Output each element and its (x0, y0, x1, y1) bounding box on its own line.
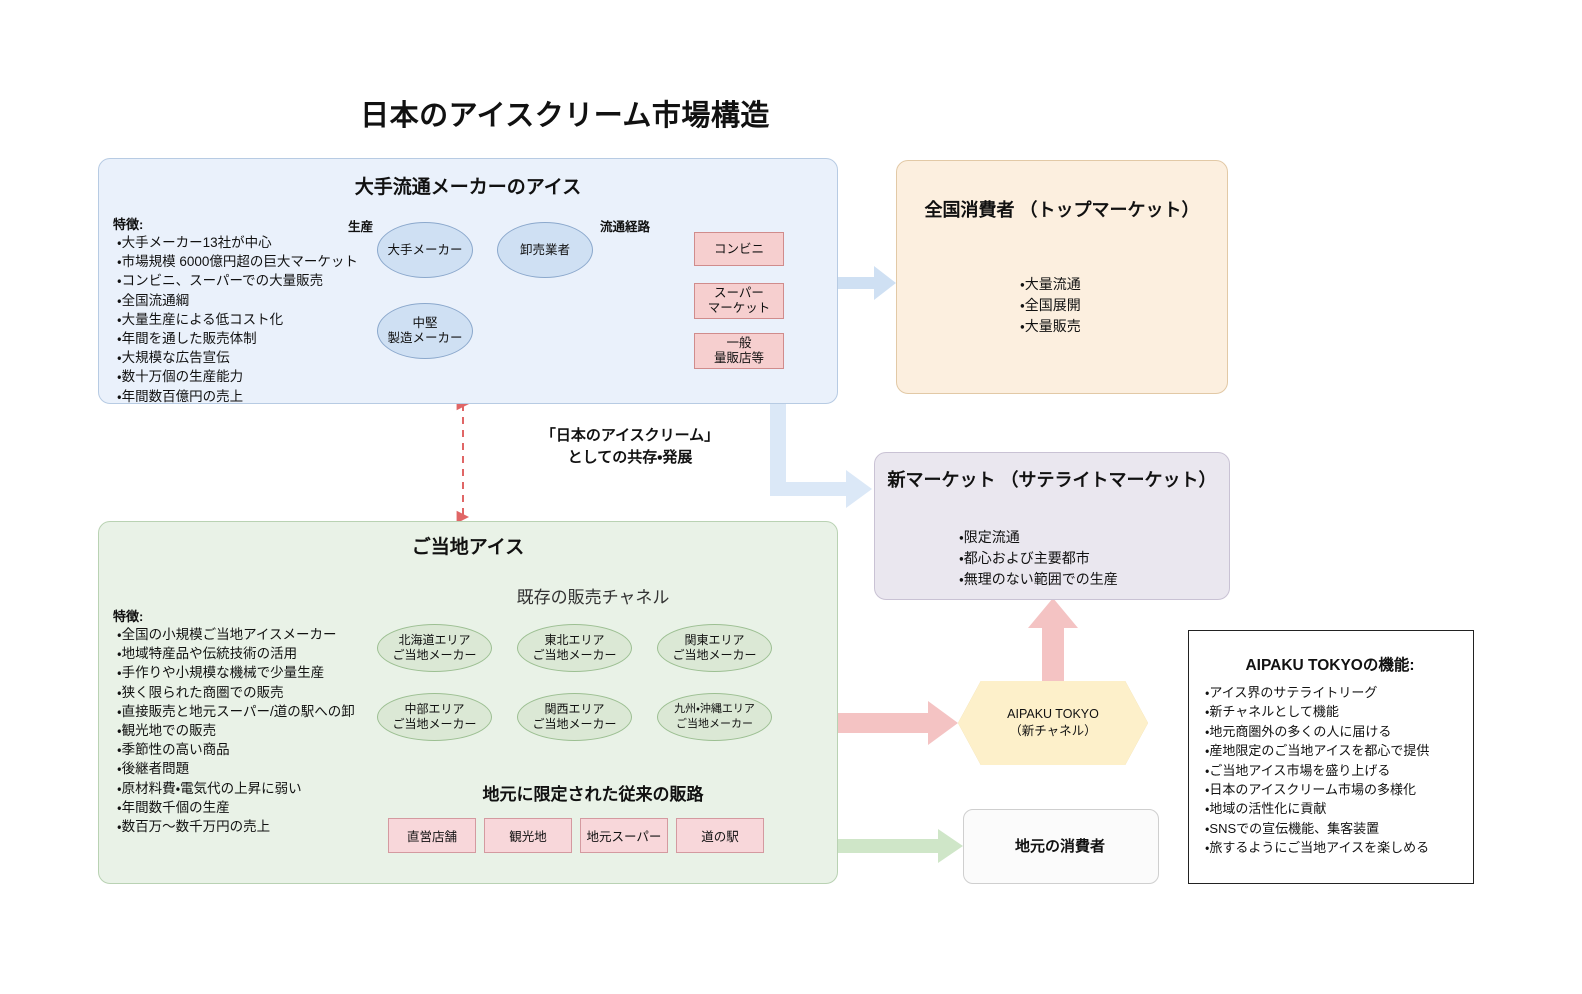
top-market-bullets: ・大量流通 ・全国展開 ・大量販売 (1020, 276, 1081, 334)
local-features-list: ・全国の小規模ご当地アイスメーカー ・地域特産品や伝統技術の活用 ・手作りや小規… (117, 627, 355, 835)
local-consumer-label: 地元の消費者 (1014, 838, 1105, 855)
area-maker-label: 九州・沖縄エリア ご当地メーカー (674, 703, 755, 730)
local-route-heading: 地元に限定された従来の販路 (482, 785, 704, 804)
arrow-major-to-newmarket (770, 404, 872, 508)
arrow-major-to-topmarket (838, 266, 896, 300)
arrow-local-to-localconsumer (838, 829, 963, 863)
area-maker-label: 北海道エリア ご当地メーカー (392, 633, 477, 662)
route-box-roadside-station[interactable]: 道の駅 (676, 818, 764, 853)
label-distribution-route: 流通経路 (600, 220, 651, 234)
area-maker-label: 関西エリア ご当地メーカー (532, 702, 617, 731)
area-maker-kansai[interactable]: 関西エリア ご当地メーカー (517, 693, 632, 741)
local-consumer-box (963, 809, 1159, 884)
local-features-heading: 特徴: (113, 609, 144, 624)
channel-box-supermarket[interactable]: スーパー マーケット (694, 283, 784, 319)
aipaku-features-panel (1188, 630, 1474, 884)
top-market-title: 全国消費者 （トップマーケット） (924, 200, 1200, 220)
new-market-box (874, 452, 1230, 600)
top-market-box (896, 160, 1228, 394)
new-market-bullets: ・限定流通 ・都心および主要都市 ・無理のない範囲での生産 (959, 529, 1118, 587)
area-maker-tohoku[interactable]: 東北エリア ご当地メーカー (517, 624, 632, 672)
route-box-tourist-spot[interactable]: 観光地 (484, 818, 572, 853)
major-panel-title: 大手流通メーカーのアイス (354, 177, 582, 198)
node-wholesaler[interactable]: 卸売業者 (497, 222, 593, 278)
major-features-list: ・大手メーカー13社が中心 ・市場規模 6000億円超の巨大マーケット ・コンビ… (117, 235, 358, 404)
aipaku-hexagon[interactable] (958, 681, 1148, 765)
label-production: 生産 (348, 220, 374, 234)
route-box-local-supermarket[interactable]: 地元スーパー (580, 818, 668, 853)
local-panel-title: ご当地アイス (411, 537, 525, 558)
node-mid-maker[interactable]: 中堅 製造メーカー (377, 303, 473, 359)
aipaku-features-title: AIPAKU TOKYOの機能: (1245, 657, 1415, 674)
existing-channel-heading: 既存の販売チャネル (516, 588, 670, 607)
area-maker-kyushu-okinawa[interactable]: 九州・沖縄エリア ご当地メーカー (657, 693, 772, 741)
major-features-heading: 特徴: (113, 217, 144, 232)
new-market-title: 新マーケット （サテライトマーケット） (887, 470, 1217, 490)
page-title: 日本のアイスクリーム市場構造 (360, 100, 770, 132)
area-maker-label: 中部エリア ご当地メーカー (392, 702, 477, 731)
area-maker-chubu[interactable]: 中部エリア ご当地メーカー (377, 693, 492, 741)
arrow-aipaku-to-newmarket (1028, 598, 1078, 681)
route-box-direct-store[interactable]: 直営店舗 (388, 818, 476, 853)
aipaku-hexagon-label: AIPAKU TOKYO （新チャネル） (1007, 707, 1099, 738)
area-maker-label: 東北エリア ご当地メーカー (532, 633, 617, 662)
area-maker-label: 関東エリア ご当地メーカー (672, 633, 757, 662)
arrow-local-to-aipaku (838, 701, 958, 745)
node-major-maker[interactable]: 大手メーカー (377, 222, 473, 278)
channel-box-mass-retail[interactable]: 一般 量販店等 (694, 333, 784, 369)
coexistence-label: 「日本のアイスクリーム」 としての共存・発展 (540, 427, 720, 466)
aipaku-features-list: ・アイス界のサテライトリーグ ・新チャネルとして機能 ・地元商圏外の多くの人に届… (1205, 685, 1430, 856)
area-maker-kanto[interactable]: 関東エリア ご当地メーカー (657, 624, 772, 672)
channel-box-convenience[interactable]: コンビニ (694, 232, 784, 266)
area-maker-hokkaido[interactable]: 北海道エリア ご当地メーカー (377, 624, 492, 672)
